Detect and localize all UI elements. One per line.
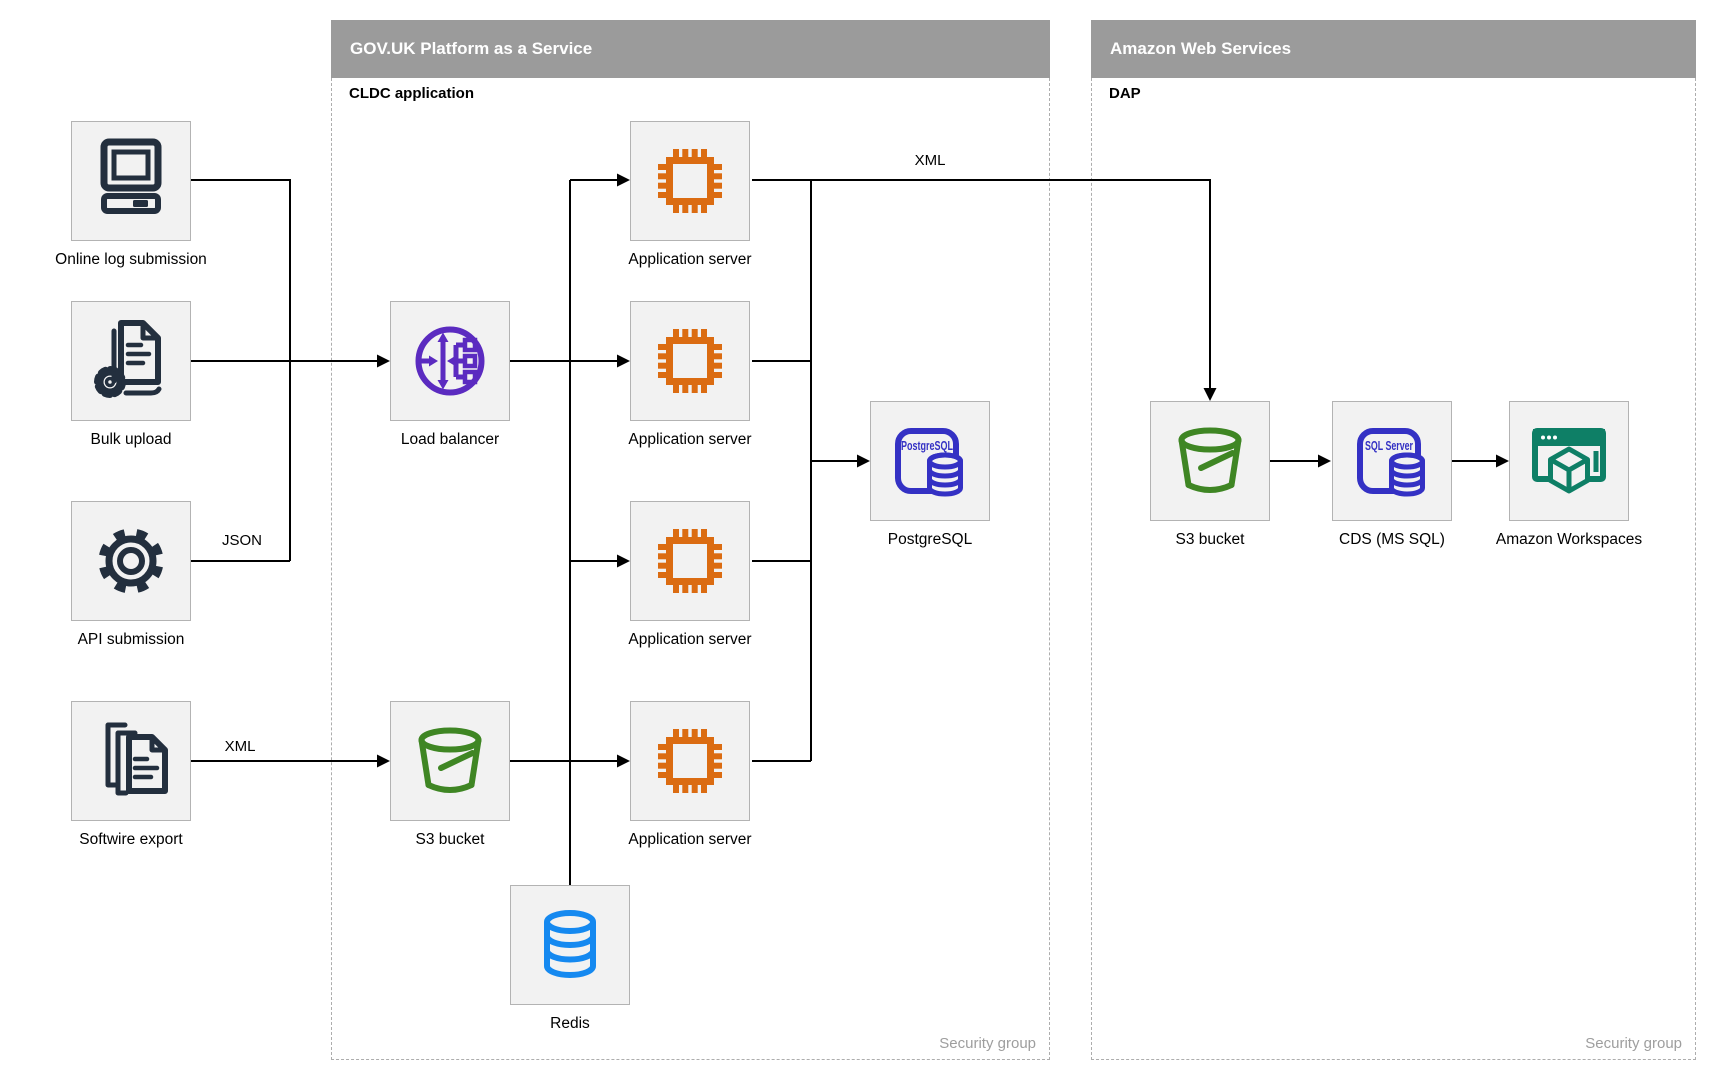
node-label-online-log-submission: Online log submission — [55, 251, 207, 268]
s3-bucket-icon — [418, 727, 482, 793]
load-balancer-icon — [415, 326, 485, 396]
node-label-api-submission: API submission — [77, 631, 185, 648]
edge-xml-to-aws — [752, 179, 1211, 388]
node-label-application-server-4: Application server — [628, 831, 752, 848]
node-application-server-4 — [630, 701, 750, 821]
chip-icon — [658, 729, 722, 793]
document-gear-icon — [94, 320, 162, 398]
workspaces-window-cube-icon — [1532, 428, 1606, 494]
node-label-application-server-3: Application server — [628, 631, 752, 648]
group-govuk-paas-header: GOV.UK Platform as a Service — [331, 20, 1050, 78]
group-govuk-paas-security-group-label: Security group — [939, 1035, 1036, 1052]
edge-label-xml-top: XML — [914, 152, 946, 169]
arrowheads — [377, 173, 1509, 768]
node-label-amazon-workspaces: Amazon Workspaces — [1495, 531, 1643, 548]
postgresql-icon-text: PostgreSQL — [901, 438, 953, 453]
sql-server-icon-text: SQL Server — [1365, 438, 1413, 453]
node-application-server-2 — [630, 301, 750, 421]
node-online-log-submission — [71, 121, 191, 241]
node-label-bulk-upload: Bulk upload — [90, 431, 172, 448]
stacked-documents-icon — [105, 722, 168, 796]
node-label-load-balancer: Load balancer — [400, 431, 500, 448]
node-s3-bucket-paas — [390, 701, 510, 821]
node-load-balancer — [390, 301, 510, 421]
group-aws: Amazon Web Services DAP Security group — [1091, 20, 1696, 1060]
desktop-computer-icon — [100, 138, 162, 214]
node-postgresql: PostgreSQL — [870, 401, 990, 521]
node-label-redis: Redis — [550, 1015, 590, 1032]
node-label-cds-ms-sql: CDS (MS SQL) — [1339, 531, 1445, 548]
node-label-softwire-export: Softwire export — [79, 831, 183, 848]
group-govuk-paas-title: GOV.UK Platform as a Service — [350, 39, 593, 58]
node-label-s3-bucket-aws: S3 bucket — [1175, 531, 1245, 548]
group-aws-security-group-label: Security group — [1585, 1035, 1682, 1052]
edge-label-json: JSON — [221, 532, 262, 549]
node-label-application-server-1: Application server — [628, 251, 752, 268]
chip-icon — [658, 149, 722, 213]
group-govuk-paas-body: CLDC application Security group — [331, 78, 1050, 1060]
group-govuk-paas: GOV.UK Platform as a Service CLDC applic… — [331, 20, 1050, 1060]
gear-icon — [98, 528, 164, 594]
postgresql-database-icon: PostgreSQL — [895, 428, 963, 497]
edge-online-log-elbow — [191, 179, 291, 561]
node-label-postgresql: PostgreSQL — [887, 531, 973, 548]
group-govuk-paas-sublabel: CLDC application — [349, 85, 475, 102]
group-aws-title: Amazon Web Services — [1110, 39, 1292, 58]
node-s3-bucket-aws — [1150, 401, 1270, 521]
group-aws-sublabel: DAP — [1109, 85, 1141, 102]
edge-label-xml-softwire: XML — [224, 738, 256, 755]
node-amazon-workspaces — [1509, 401, 1629, 521]
node-softwire-export — [71, 701, 191, 821]
sql-server-database-icon: SQL Server — [1357, 428, 1425, 497]
redis-database-icon — [544, 910, 596, 978]
node-label-s3-bucket-paas: S3 bucket — [415, 831, 485, 848]
s3-bucket-icon — [1178, 427, 1242, 493]
group-aws-header: Amazon Web Services — [1091, 20, 1696, 78]
chip-icon — [658, 329, 722, 393]
node-application-server-3 — [630, 501, 750, 621]
node-redis — [510, 885, 630, 1005]
node-application-server-1 — [630, 121, 750, 241]
node-label-application-server-2: Application server — [628, 431, 752, 448]
node-bulk-upload — [71, 301, 191, 421]
chip-icon — [658, 529, 722, 593]
group-aws-body: DAP Security group — [1091, 78, 1696, 1060]
node-api-submission — [71, 501, 191, 621]
node-cds-ms-sql: SQL Server — [1332, 401, 1452, 521]
